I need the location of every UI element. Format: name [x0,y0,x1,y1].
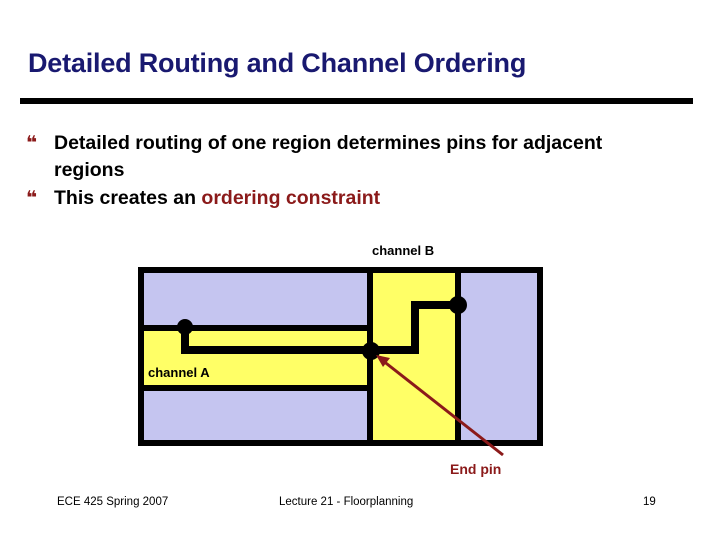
bullet-text-2-main: This creates an [54,187,202,209]
title-divider [20,98,693,104]
label-end-pin: End pin [450,461,502,477]
pin-end [362,342,380,360]
footer-lecture: Lecture 21 - Floorplanning [279,496,414,508]
bottom-left-block [138,385,373,446]
slide-footer: ECE 425 Spring 2007 Lecture 21 - Floorpl… [0,496,720,514]
footer-page-number: 19 [643,496,656,508]
bullet-text-2: This creates an ordering constraint [54,185,380,212]
bullet-text-1-main: Detailed routing of one region determine… [54,132,603,181]
page-title: Detailed Routing and Channel Ordering [28,48,527,78]
end-pin-arrow-head [376,355,390,367]
label-channel-b: channel B [372,243,435,258]
label-channel-a: channel A [148,365,210,380]
channel-b-strip [367,267,461,446]
right-block [455,267,543,446]
bullet-list: ❝ Detailed routing of one region determi… [26,130,676,213]
pin-left [177,319,193,335]
footer-course: ECE 425 Spring 2007 [57,496,169,508]
bullet-marker-icon: ❝ [26,187,38,209]
bullet-marker-icon: ❝ [26,132,38,154]
bullet-text-1: Detailed routing of one region determine… [54,130,654,184]
end-pin-arrow-line [381,358,504,457]
bullet-text-2-highlight: ordering constraint [201,187,381,209]
pin-right [449,296,467,314]
routing-wire [181,301,458,354]
top-left-block [138,267,373,331]
bullet-item-2: ❝ This creates an ordering constraint [26,185,676,212]
bullet-item-1: ❝ Detailed routing of one region determi… [26,130,676,184]
